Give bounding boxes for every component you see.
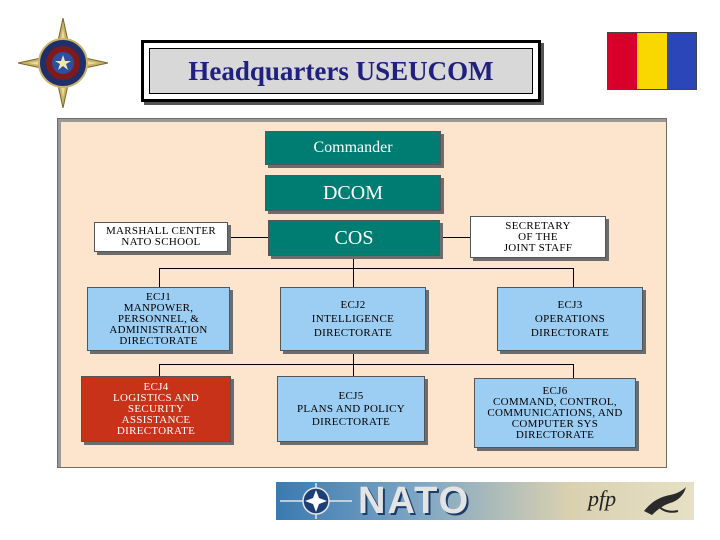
connector-left bbox=[228, 237, 268, 238]
ecj6-line-4: COMPUTER SYS bbox=[511, 417, 599, 430]
sjs-line-2: OF THE bbox=[518, 230, 558, 243]
nato-compass-star-icon bbox=[280, 483, 352, 519]
ecj4-line-1: ECJ4 bbox=[143, 380, 169, 393]
marshall-line-2: NATO SCHOOL bbox=[121, 236, 201, 248]
ecj6-line-3: COMMUNICATIONS, AND bbox=[487, 406, 623, 419]
sjs-line-3: JOINT STAFF bbox=[503, 241, 573, 254]
ecj6-line-5: DIRECTORATE bbox=[515, 428, 595, 441]
connector-spine bbox=[353, 225, 354, 287]
ecj1-box: ECJ1 MANPOWER, PERSONNEL, & ADMINISTRATI… bbox=[87, 287, 230, 351]
connector-row2 bbox=[159, 364, 573, 365]
ecj1-line-5: DIRECTORATE bbox=[119, 334, 198, 347]
flag-stripe-red bbox=[608, 33, 638, 89]
secretary-joint-staff-box: SECRETARY OF THE JOINT STAFF bbox=[470, 216, 606, 258]
connector-ecj1-drop bbox=[159, 268, 160, 287]
connector-ecj3-drop bbox=[573, 268, 574, 287]
marshall-line-1: MARSHALL CENTER bbox=[105, 225, 217, 237]
ecj4-box: ECJ4 LOGISTICS AND SECURITY ASSISTANCE D… bbox=[81, 376, 231, 442]
ecj5-line-2: PLANS AND POLICY bbox=[296, 402, 406, 415]
cos-label: COS bbox=[334, 226, 374, 249]
ecj3-line-1: ECJ3 bbox=[557, 298, 583, 311]
ecj4-line-5: DIRECTORATE bbox=[116, 424, 196, 437]
ecj2-box: ECJ2 INTELLIGENCE DIRECTORATE bbox=[280, 287, 426, 351]
ecj3-line-3: DIRECTORATE bbox=[530, 326, 610, 339]
nato-wordmark: NATO bbox=[358, 479, 471, 522]
ecj1-line-2: MANPOWER, bbox=[123, 301, 194, 314]
page-title: Headquarters USEUCOM bbox=[188, 55, 494, 86]
title-inner: Headquarters USEUCOM bbox=[149, 48, 533, 94]
pfp-wordmark: pfp bbox=[588, 486, 617, 511]
ecj2-line-2: INTELLIGENCE bbox=[311, 312, 395, 325]
marshall-center-box: MARSHALL CENTER NATO SCHOOL bbox=[94, 222, 228, 252]
ecj2-line-3: DIRECTORATE bbox=[313, 326, 393, 339]
connector-ecj6-drop bbox=[573, 364, 574, 378]
cos-box: COS bbox=[268, 220, 440, 256]
flag-stripe-blue bbox=[666, 33, 696, 89]
ecj4-line-3: SECURITY bbox=[127, 402, 185, 415]
ecj2-line-1: ECJ2 bbox=[340, 298, 366, 311]
ecj5-line-3: DIRECTORATE bbox=[311, 415, 391, 428]
ecj6-box: ECJ6 COMMAND, CONTROL, COMMUNICATIONS, A… bbox=[474, 378, 636, 448]
ecj3-line-2: OPERATIONS bbox=[534, 312, 606, 325]
ecj4-line-4: ASSISTANCE bbox=[121, 413, 191, 426]
ecj1-line-4: ADMINISTRATION bbox=[109, 323, 208, 336]
dcom-label: DCOM bbox=[322, 181, 383, 204]
connector-row1 bbox=[159, 268, 573, 269]
nato-pfp-banner: NATO pfp bbox=[276, 479, 694, 522]
title-frame: Headquarters USEUCOM bbox=[141, 40, 541, 102]
useucom-seal-icon bbox=[17, 17, 109, 109]
dcom-box: DCOM bbox=[265, 175, 441, 211]
ecj6-line-1: ECJ6 bbox=[542, 384, 568, 397]
ecj5-box: ECJ5 PLANS AND POLICY DIRECTORATE bbox=[277, 376, 425, 442]
flag bbox=[607, 32, 697, 90]
ecj6-line-2: COMMAND, CONTROL, bbox=[493, 395, 617, 408]
ecj5-line-1: ECJ5 bbox=[338, 389, 364, 402]
ecj1-line-1: ECJ1 bbox=[145, 290, 172, 303]
commander-label: Commander bbox=[313, 139, 393, 156]
ecj1-line-3: PERSONNEL, & bbox=[117, 312, 200, 325]
commander-box: Commander bbox=[265, 131, 441, 165]
connector-ecj4-drop bbox=[159, 364, 160, 376]
connector-right bbox=[441, 237, 471, 238]
sjs-line-1: SECRETARY bbox=[505, 219, 571, 232]
pfp-bird-icon bbox=[644, 487, 686, 515]
flag-stripe-yellow bbox=[637, 33, 667, 89]
ecj3-box: ECJ3 OPERATIONS DIRECTORATE bbox=[497, 287, 643, 351]
ecj4-line-2: LOGISTICS AND bbox=[112, 391, 200, 404]
